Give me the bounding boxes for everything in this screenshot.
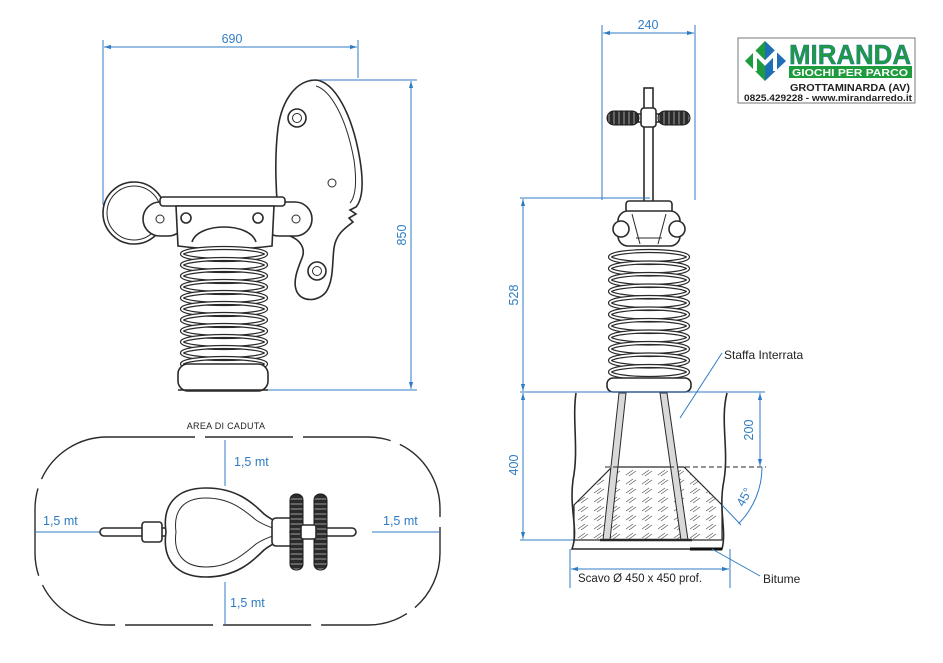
front-bracket-struts: [631, 213, 667, 245]
concrete-top-label: 200: [742, 420, 756, 441]
back-plate-bolt-top-inner: [292, 113, 302, 123]
front-base-plate: [606, 377, 692, 393]
back-plate-bolt-bottom: [307, 261, 327, 281]
excavation-outline: [570, 392, 728, 550]
angle-label: 45°: [734, 485, 755, 508]
fall-area-right-label: 1,5 mt: [383, 514, 418, 528]
logo-tagline-bar: [789, 66, 912, 78]
front-bracket-lug-left: [612, 220, 630, 238]
logo-city: GROTTAMINARDA (AV): [790, 82, 910, 94]
anchor-callout-label: Staffa Interrata: [724, 348, 803, 362]
depth-below-ground-label: 400: [507, 455, 521, 476]
logo-contact: 0825.429228 - www.mirandarredo.it: [744, 93, 913, 104]
right-grip: [657, 110, 691, 126]
seat-housing-arch: [191, 226, 257, 243]
back-plate-eye-hole: [327, 178, 337, 188]
back-plate-inner-edge: [315, 85, 357, 204]
angle-extension-line: [721, 504, 742, 526]
front-width-label: 240: [638, 18, 659, 32]
top-view: AREA DI CADUTA 1,5 mt 1,5 mt 1,5 mt 1,5 …: [34, 421, 441, 626]
seat-plank: [159, 196, 286, 207]
seat-bolt: [291, 214, 301, 224]
logo-brand-name: MIRANDA: [789, 39, 911, 70]
bitumen-callout-label: Bitume: [763, 572, 801, 586]
anchor-callout-leader: [679, 352, 723, 419]
back-plate-bolt-top: [287, 108, 307, 128]
logo-tagline: GIOCHI PER PARCO: [792, 67, 908, 79]
seat-bolt: [252, 212, 264, 224]
side-height-label: 850: [395, 225, 409, 246]
side-spring: [179, 245, 269, 373]
miranda-diamond-logo-icon: [745, 41, 786, 81]
side-width-label: 690: [222, 32, 243, 46]
top-handle-hub: [300, 524, 317, 540]
fall-area-left-label: 1,5 mt: [43, 514, 78, 528]
fall-area-bottom-label: 1,5 mt: [230, 596, 265, 610]
bitumen-callout-leader: [711, 548, 761, 577]
front-view: 240 528 400: [507, 18, 803, 588]
logo-m-mark: [753, 48, 777, 71]
left-grip: [606, 110, 640, 126]
company-logo: MIRANDA GIOCHI PER PARCO GROTTAMINARDA (…: [737, 37, 916, 104]
side-base-plate: [177, 363, 269, 392]
fall-area-outline: [34, 436, 441, 626]
fall-area-top-label: 1,5 mt: [234, 455, 269, 469]
seat-bolt: [155, 214, 165, 224]
seat-bolt: [180, 212, 192, 224]
front-spring: [607, 248, 691, 381]
front-bracket-lug-right: [668, 220, 686, 238]
handlebar-collar: [640, 107, 657, 128]
excavation-label: Scavo Ø 450 x 450 prof.: [578, 573, 702, 585]
side-view: 690 850: [102, 32, 417, 392]
back-plate: [275, 79, 363, 301]
fall-area-title: AREA DI CADUTA: [187, 421, 266, 431]
front-post: [643, 87, 654, 207]
height-above-ground-label: 528: [507, 285, 521, 306]
back-plate-bolt-bottom-inner: [312, 266, 322, 276]
angle-arc: [738, 466, 763, 524]
concrete-footing: [573, 466, 723, 541]
top-ring-collar: [141, 521, 163, 543]
